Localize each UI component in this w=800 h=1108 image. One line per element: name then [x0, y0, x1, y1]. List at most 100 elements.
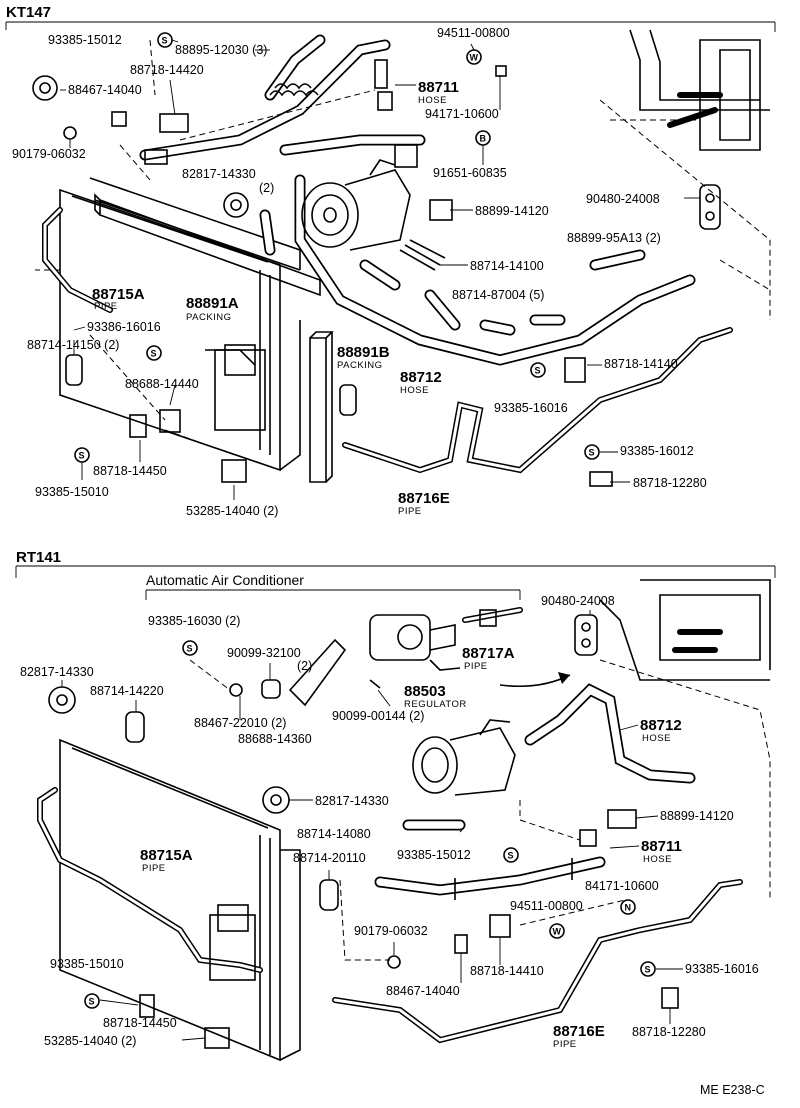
condenser-rt141	[37, 738, 301, 1062]
label-94171-10600: 94171-10600	[425, 107, 499, 121]
label-90099-32100-qty: (2)	[297, 659, 312, 673]
label-88718-14450: 88718-14450	[93, 464, 167, 478]
label-88714-87004: 88714-87004 (5)	[452, 288, 544, 302]
label-88717a-pipe: PIPE	[464, 661, 488, 672]
label-88895-12030: 88895-12030 (3)	[175, 43, 267, 57]
label-88899-14120-b: 88899-14120	[660, 809, 734, 823]
label-84171-10600: 84171-10600	[585, 879, 659, 893]
label-90179-06032-b: 90179-06032	[354, 924, 428, 938]
label-88712: 88712	[400, 369, 442, 386]
dashed-leaders-kt147	[89, 39, 771, 456]
label-88712-hose: HOSE	[400, 385, 429, 396]
label-94511-00800: 94511-00800	[437, 26, 510, 40]
compressor-rt141	[412, 719, 516, 796]
label-90099-32100: 90099-32100	[227, 646, 301, 660]
coil-hose-part	[269, 83, 319, 97]
label-53285-14040-b: 53285-14040 (2)	[44, 1034, 136, 1048]
dashed-leaders-rt141	[189, 659, 626, 961]
vehicle-body-outline	[599, 29, 771, 320]
label-82817-14330: 82817-14330	[182, 167, 256, 181]
packing-88891a-part	[94, 193, 321, 297]
label-88891b-packing: PACKING	[337, 360, 383, 371]
label-88718-12280-b: 88718-12280	[632, 1025, 706, 1039]
labels-rt141: 93385-16030 (2) 90480-24008 90099-32100 …	[20, 594, 759, 1050]
pipe-88717a-part	[462, 607, 523, 627]
label-88712-b: 88712	[640, 717, 682, 734]
marker-s-bottom-3: S	[84, 993, 100, 1009]
label-88718-14420: 88718-14420	[130, 63, 204, 77]
label-88718-14450-b: 88718-14450	[103, 1016, 177, 1030]
hose-88712-rt141-part	[524, 683, 696, 784]
svg-text:S: S	[151, 349, 157, 359]
label-88716e-pipe: PIPE	[398, 506, 422, 517]
marker-s-bottom-4: S	[640, 961, 656, 977]
label-88714-14150: 88714-14150 (2)	[27, 338, 119, 352]
svg-text:W: W	[470, 53, 479, 63]
label-88688-14360: 88688-14360	[238, 732, 312, 746]
marker-s-top-1: S	[157, 32, 173, 48]
leader-lines-rt141	[61, 610, 683, 1041]
hose-88711-rt141-part	[374, 856, 606, 900]
label-90179-06032: 90179-06032	[12, 147, 86, 161]
label-93386-16016: 93386-16016	[87, 320, 161, 334]
svg-text:S: S	[187, 644, 193, 654]
label-88715a-pipe: PIPE	[94, 301, 118, 312]
label-93385-15010-b: 93385-15010	[50, 957, 124, 971]
label-88711-b-hose: HOSE	[643, 854, 672, 865]
regulator-88503	[369, 614, 461, 671]
section-title-kt147: KT147	[6, 4, 51, 21]
condenser-kt147	[35, 177, 301, 472]
labels-kt147: 93385-15012 88895-12030 (3) 94511-00800 …	[12, 26, 707, 518]
section-title-rt141: RT141	[16, 549, 61, 566]
label-88467-22010: 88467-22010 (2)	[194, 716, 286, 730]
label-93385-15012-b: 93385-15012	[397, 848, 471, 862]
label-88712-b-hose: HOSE	[642, 733, 671, 744]
marker-b-top: B	[475, 130, 491, 146]
sleeve-parts-kt147	[259, 209, 646, 336]
label-91651-60835: 91651-60835	[433, 166, 507, 180]
marker-w-bottom: W	[549, 923, 565, 939]
auto-ac-caption: Automatic Air Conditioner	[146, 572, 304, 588]
label-88467-14040-b: 88467-14040	[386, 984, 460, 998]
label-88711: 88711	[418, 79, 459, 96]
svg-text:S: S	[89, 997, 95, 1007]
label-88718-12280: 88718-12280	[633, 476, 707, 490]
label-82817-14330-qty: (2)	[259, 181, 274, 195]
svg-text:W: W	[553, 927, 562, 937]
packing-88891b-part	[309, 331, 334, 483]
label-88891b: 88891B	[337, 344, 390, 361]
label-88718-14140: 88718-14140	[604, 357, 678, 371]
label-88716e-b-pipe: PIPE	[553, 1039, 577, 1050]
label-90480-24008: 90480-24008	[586, 192, 660, 206]
marker-n-bottom: N	[620, 899, 636, 915]
label-88467-14040: 88467-14040	[68, 83, 142, 97]
label-82817-14330-c: 82817-14330	[315, 794, 389, 808]
label-88715a-b: 88715A	[140, 847, 193, 864]
svg-text:S: S	[645, 965, 651, 975]
marker-s-top-5: S	[74, 447, 90, 463]
svg-text:S: S	[162, 36, 168, 46]
label-88716e-b: 88716E	[553, 1023, 605, 1040]
vehicle-body-outline-rt141	[599, 579, 771, 900]
direction-arrowhead	[558, 672, 570, 684]
footer-code: ME E238-C	[700, 1083, 765, 1097]
label-88891a: 88891A	[186, 295, 239, 312]
svg-text:S: S	[508, 851, 514, 861]
svg-text:S: S	[79, 451, 85, 461]
label-90480-24008-b: 90480-24008	[541, 594, 615, 608]
label-88716e: 88716E	[398, 490, 450, 507]
label-88714-14100: 88714-14100	[470, 259, 544, 273]
svg-text:S: S	[535, 366, 541, 376]
label-53285-14040: 53285-14040 (2)	[186, 504, 278, 518]
label-88891a-packing: PACKING	[186, 312, 232, 323]
svg-text:S: S	[589, 448, 595, 458]
marker-w-top: W	[466, 49, 482, 65]
svg-text:B: B	[480, 134, 487, 144]
marker-s-top-3: S	[530, 362, 546, 378]
label-94511-00800-b: 94511-00800	[510, 899, 583, 913]
label-93385-16016: 93385-16016	[494, 401, 568, 415]
marker-s-bottom-1: S	[182, 640, 198, 656]
label-88503: 88503	[404, 683, 446, 700]
